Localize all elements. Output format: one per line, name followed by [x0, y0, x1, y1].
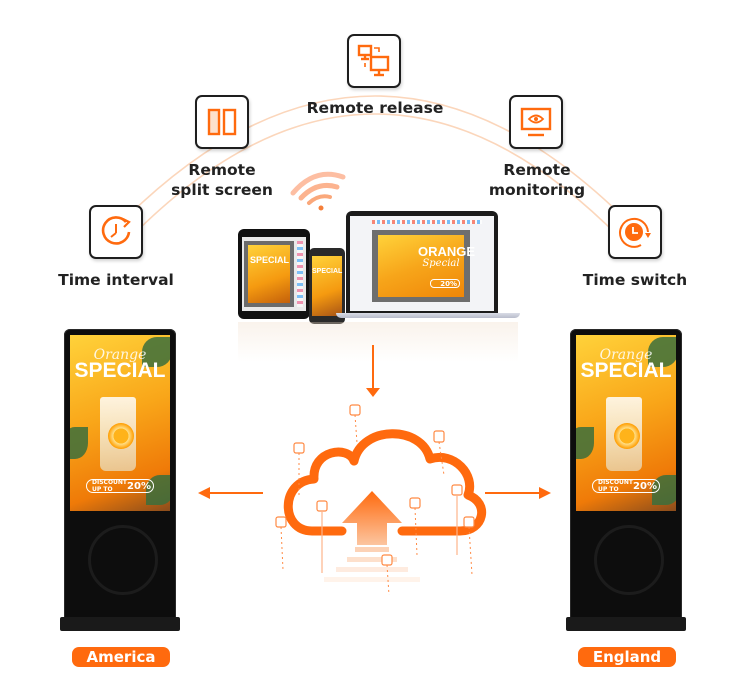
- node-card-icon: [293, 442, 305, 454]
- orange-slice: [108, 423, 134, 449]
- time-interval-label: Time interval: [58, 271, 174, 289]
- discount-value: 20%: [127, 480, 151, 492]
- laptop-screen: ORANGE Special 20%: [350, 216, 494, 311]
- discount-badge: DISCOUNT UP TO 20%: [86, 479, 154, 493]
- kiosk-screen: Orange SPECIAL DISCOUNT UP TO 20%: [70, 335, 170, 511]
- clock-interval-icon: [101, 216, 131, 245]
- step-1: [355, 547, 389, 552]
- laptop-script-title: Special: [422, 258, 460, 269]
- remote-monitoring-label-line1: Remote: [503, 161, 571, 179]
- devices-reflection: [238, 322, 518, 362]
- down-arrow-head-icon: [366, 388, 380, 397]
- watermark-logo-icon: [88, 525, 158, 595]
- time-switch-label: Time switch: [582, 271, 688, 289]
- kiosk-script-title: Orange: [599, 347, 653, 363]
- node-doc-icon: [433, 430, 445, 443]
- down-arrow-line: [372, 345, 374, 391]
- left-arrow-head-icon: [198, 487, 210, 499]
- kiosk-base: [60, 617, 180, 631]
- monitor-eye-icon: [520, 107, 552, 137]
- tablet-title: SPECIAL: [250, 255, 290, 265]
- step-4: [324, 577, 420, 582]
- remote-monitoring-box: [509, 95, 563, 149]
- phone-screen: SPECIAL: [312, 256, 342, 316]
- split-screen-label-line2: split screen: [171, 181, 273, 199]
- step-2: [347, 557, 397, 562]
- time-switch-box: [608, 205, 662, 259]
- location-america: America: [72, 647, 170, 667]
- remote-monitoring-label-line2: monitoring: [488, 181, 586, 199]
- split-screen-label: Remote split screen: [171, 160, 273, 200]
- discount-label: DISCOUNT UP TO: [598, 479, 634, 493]
- phone-device: SPECIAL: [309, 248, 345, 324]
- node-person-icon: [275, 516, 287, 528]
- kiosk-screen: Orange SPECIAL DISCOUNT UP TO 20%: [576, 335, 676, 511]
- cloud-outline-icon: [283, 429, 487, 536]
- clock-switch-icon: [619, 217, 651, 248]
- kiosk-script-title: Orange: [93, 347, 147, 363]
- node-chart-icon: [409, 497, 421, 509]
- remote-release-icon: [357, 44, 390, 77]
- split-screen-icon: [207, 108, 237, 136]
- discount-label: DISCOUNT UP TO: [92, 479, 128, 493]
- step-3: [336, 567, 408, 572]
- laptop-title: ORANGE: [418, 244, 476, 259]
- node-user-icon: [349, 404, 361, 416]
- remote-release-box: [347, 34, 401, 88]
- right-arrow-line: [485, 492, 540, 494]
- time-interval-box: [89, 205, 143, 259]
- remote-monitoring-label: Remote monitoring: [489, 160, 585, 200]
- orange-slice: [614, 423, 640, 449]
- left-arrow-line: [208, 492, 263, 494]
- upload-arrow-icon: [342, 491, 402, 545]
- node-chat-icon: [316, 500, 328, 512]
- wifi-signal-icon: [290, 171, 346, 211]
- split-screen-label-line1: Remote: [188, 161, 256, 179]
- discount-value: 20%: [633, 480, 657, 492]
- kiosk-base: [566, 617, 686, 631]
- watermark-logo-icon: [594, 525, 664, 595]
- tablet-screen: SPECIAL: [242, 237, 306, 311]
- node-link-icon: [451, 484, 463, 496]
- node-rss-icon: [463, 516, 475, 528]
- kiosk-title: SPECIAL: [74, 359, 166, 382]
- split-screen-box: [195, 95, 249, 149]
- laptop-discount: 20%: [430, 279, 460, 288]
- right-arrow-head-icon: [539, 487, 551, 499]
- node-file-icon: [381, 554, 393, 566]
- discount-badge: DISCOUNT UP TO 20%: [592, 479, 660, 493]
- cloud-diagram: [275, 404, 487, 595]
- node-lines: [280, 414, 473, 595]
- laptop-device: ORANGE Special 20%: [346, 211, 498, 313]
- laptop-base: [336, 313, 520, 318]
- location-england: England: [578, 647, 676, 667]
- kiosk-title: SPECIAL: [580, 359, 672, 382]
- phone-title: SPECIAL: [312, 268, 343, 275]
- remote-release-label: Remote release: [306, 99, 444, 117]
- tablet-device: SPECIAL: [238, 229, 310, 319]
